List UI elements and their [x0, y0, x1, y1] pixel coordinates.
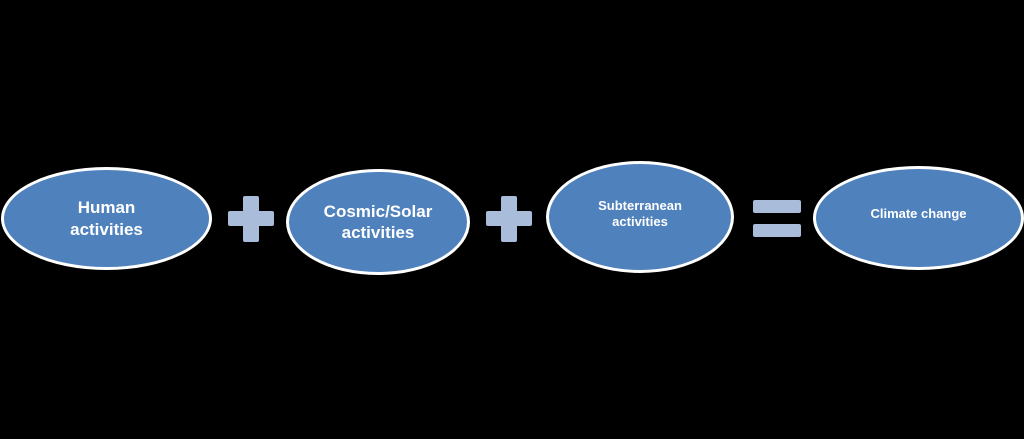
plus-vertical-bar	[243, 196, 259, 242]
node-cosmic-solar-activities: Cosmic/Solar activities	[286, 169, 470, 275]
equals-icon	[753, 200, 801, 238]
plus-icon	[228, 196, 274, 242]
node-climate-change: Climate change	[813, 166, 1024, 270]
node-label: Human activities	[70, 198, 143, 239]
node-label: Cosmic/Solar activities	[323, 201, 433, 242]
node-human-activities: Human activities	[1, 167, 212, 270]
plus-icon	[486, 196, 532, 242]
node-label: Subterranean activities	[598, 197, 682, 229]
node-label: Climate change	[870, 205, 967, 221]
equals-bottom-bar	[753, 224, 801, 237]
equals-top-bar	[753, 200, 801, 213]
plus-vertical-bar	[501, 196, 517, 242]
node-subterranean-activities: Subterranean activities	[546, 161, 734, 273]
